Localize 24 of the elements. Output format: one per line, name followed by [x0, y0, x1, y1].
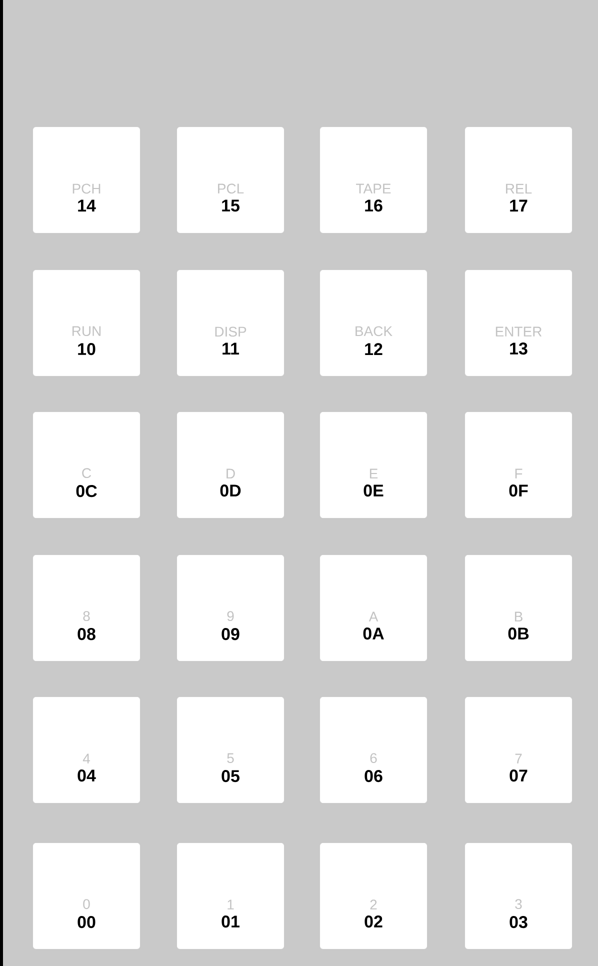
key: 0 00 — [33, 843, 140, 949]
key: 8 08 — [33, 555, 140, 661]
key: 9 09 — [177, 555, 284, 661]
key: RUN 10 — [33, 270, 140, 376]
key: 1 01 — [177, 843, 284, 949]
key: PCH 14 — [33, 127, 140, 233]
key: 2 02 — [320, 843, 427, 949]
key: 4 04 — [33, 697, 140, 803]
key: DISP 11 — [177, 270, 284, 376]
key: 7 07 — [465, 697, 572, 803]
key: E 0E — [320, 412, 427, 518]
key: REL 17 — [465, 127, 572, 233]
key: A 0A — [320, 555, 427, 661]
key: 3 03 — [465, 843, 572, 949]
key: D 0D — [177, 412, 284, 518]
key: 5 05 — [177, 697, 284, 803]
key: B 0B — [465, 555, 572, 661]
key: C 0C — [33, 412, 140, 518]
key: TAPE 16 — [320, 127, 427, 233]
key: F 0F — [465, 412, 572, 518]
key: 6 06 — [320, 697, 427, 803]
key: ENTER 13 — [465, 270, 572, 376]
key: BACK 12 — [320, 270, 427, 376]
key: PCL 15 — [177, 127, 284, 233]
